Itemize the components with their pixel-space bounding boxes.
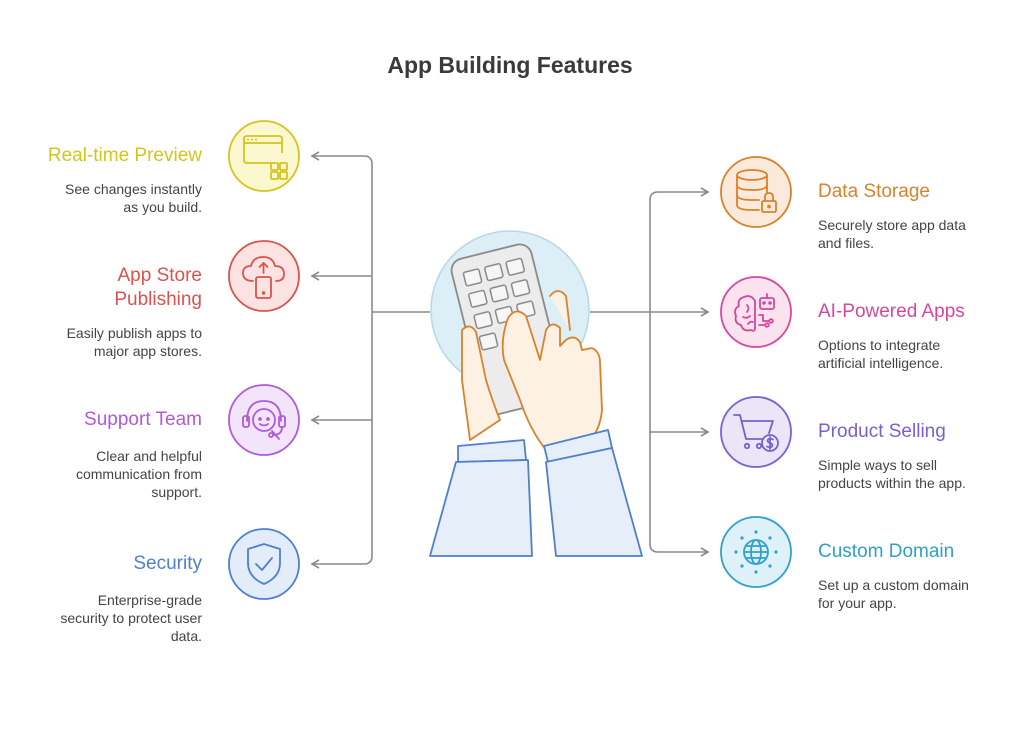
hands-tablet-icon — [429, 230, 643, 557]
support-team-desc: Clear and helpful communication from sup… — [75, 448, 202, 500]
realtime-preview-title: Real-time Preview — [47, 145, 202, 166]
cloud-upload-phone-icon — [228, 240, 300, 312]
support-team-title: Support Team — [84, 409, 202, 430]
browser-window-icon — [228, 120, 300, 192]
connector-custom-domain — [649, 432, 710, 557]
brain-robot-icon — [720, 276, 792, 348]
product-selling-title: Product Selling — [818, 421, 946, 442]
connector-realtime-preview — [310, 151, 373, 312]
connector-data-storage — [649, 187, 710, 312]
product-selling-desc: Simple ways to sell products within the … — [818, 457, 966, 491]
custom-domain-title: Custom Domain — [818, 541, 955, 562]
realtime-preview-desc: See changes instantly as you build. — [65, 181, 202, 215]
security-title: Security — [133, 553, 202, 574]
globe-icon — [720, 516, 792, 588]
database-lock-icon — [720, 156, 792, 228]
data-storage-desc: Securely store app data and files. — [818, 217, 966, 251]
headset-agent-icon — [228, 384, 300, 456]
connector-security — [310, 420, 373, 569]
app-store-desc: Easily publish apps to major app stores. — [66, 325, 202, 359]
custom-domain-desc: Set up a custom domain for your app. — [818, 577, 969, 611]
shield-check-icon — [228, 528, 300, 600]
connector-support-team — [310, 312, 373, 425]
security-desc: Enterprise-grade security to protect use… — [60, 592, 202, 644]
cart-dollar-icon — [720, 396, 792, 468]
ai-apps-desc: Options to integrate artificial intellig… — [818, 337, 944, 371]
connector-product-selling — [649, 312, 710, 437]
ai-apps-title: AI-Powered Apps — [818, 301, 965, 322]
data-storage-title: Data Storage — [818, 181, 930, 202]
page-title: App Building Features — [387, 52, 633, 78]
app-store-title: App Store Publishing — [114, 265, 202, 310]
